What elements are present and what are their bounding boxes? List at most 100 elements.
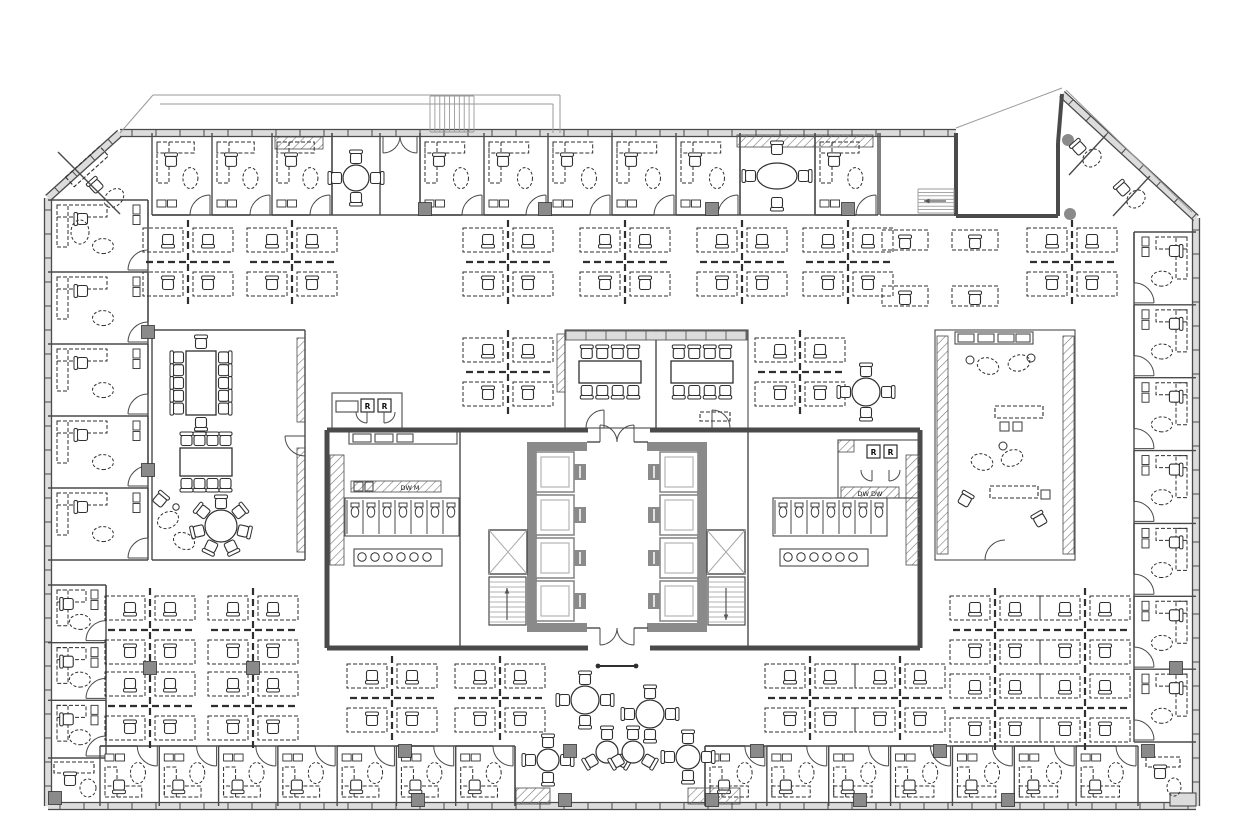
- chair: [217, 388, 233, 403]
- chair: [481, 233, 495, 249]
- chair: [1098, 643, 1112, 659]
- chair: [179, 477, 194, 493]
- office-room: [951, 745, 1013, 806]
- conference-table: [179, 431, 233, 493]
- elevator-cab: [659, 537, 699, 579]
- chair: [610, 384, 625, 400]
- chair: [205, 477, 220, 493]
- wall-poche: [647, 623, 707, 632]
- chair: [968, 601, 982, 617]
- casework: [335, 400, 359, 413]
- elevator-cab: [535, 537, 575, 579]
- svg-text:DW DW: DW DW: [858, 490, 884, 498]
- desk: [989, 485, 1039, 499]
- casework: [999, 421, 1010, 432]
- direction-arrow: [723, 588, 729, 620]
- chair: [73, 500, 89, 514]
- structural-columns: [48, 202, 1183, 807]
- chair: [305, 275, 319, 291]
- chair: [169, 350, 185, 365]
- chair: [201, 275, 215, 291]
- exterior-window-wall: [48, 801, 1196, 811]
- round-table: [521, 733, 575, 787]
- guest-chair: [1166, 777, 1182, 797]
- column: [933, 744, 947, 758]
- chair: [1030, 509, 1048, 528]
- exterior-window-wall: [1191, 218, 1201, 806]
- casework: [1040, 489, 1051, 500]
- chair: [898, 290, 912, 306]
- office-room: [1133, 304, 1196, 377]
- guest-chair: [156, 510, 180, 530]
- chair: [1058, 643, 1072, 659]
- chair: [226, 601, 240, 617]
- exterior-window-wall: [43, 198, 53, 806]
- chair: [770, 196, 784, 212]
- chair: [643, 728, 657, 744]
- chair: [161, 233, 175, 249]
- office-room: [151, 133, 211, 216]
- office-room: [1133, 595, 1196, 668]
- chair: [813, 385, 827, 401]
- casework: [1169, 792, 1197, 807]
- office-room: [48, 343, 149, 415]
- chair: [163, 643, 177, 659]
- chair: [873, 711, 887, 727]
- guest-chair: [1007, 354, 1031, 372]
- chair: [902, 779, 917, 795]
- chair: [432, 152, 446, 167]
- chair: [715, 233, 729, 249]
- office-band: [151, 133, 333, 216]
- workstation-cluster: [1039, 666, 1131, 750]
- chair: [163, 719, 177, 735]
- chair: [152, 489, 171, 508]
- casework: [364, 481, 374, 492]
- chair: [1030, 509, 1048, 528]
- chair: [600, 725, 614, 741]
- chair: [1058, 679, 1072, 695]
- chair: [481, 343, 495, 359]
- chair: [1153, 764, 1167, 780]
- chair: [1098, 721, 1112, 737]
- chair: [161, 275, 175, 291]
- chair: [473, 669, 487, 685]
- refrigerator: R: [377, 398, 392, 413]
- column: [398, 744, 412, 758]
- chair: [700, 750, 716, 764]
- plan-circle: [1026, 353, 1036, 363]
- chair: [481, 275, 495, 291]
- chair: [201, 233, 215, 249]
- office-room: [1075, 745, 1139, 806]
- chair: [541, 771, 555, 787]
- chair: [152, 489, 171, 508]
- chair: [1098, 679, 1112, 695]
- chair: [73, 284, 89, 298]
- chair: [823, 669, 837, 685]
- chair: [715, 275, 729, 291]
- office-room: [336, 745, 395, 806]
- restroom-sinks: [357, 552, 432, 562]
- workstation-cluster: [462, 330, 554, 414]
- desk: [64, 145, 110, 188]
- svg-text:R: R: [888, 448, 894, 457]
- chair: [579, 384, 594, 400]
- chair: [598, 275, 612, 291]
- chair: [660, 750, 676, 764]
- partition-wall: [57, 151, 121, 215]
- chair: [1168, 681, 1184, 696]
- chair: [813, 343, 827, 359]
- elevator-cab: [535, 580, 575, 622]
- chair: [957, 489, 975, 508]
- casework: [977, 333, 995, 343]
- chair: [169, 401, 185, 416]
- hatched-wall: [296, 447, 306, 553]
- terrace-outline: [1065, 89, 1193, 213]
- chair: [827, 152, 841, 167]
- hatched-wall: [556, 333, 566, 393]
- chair: [266, 677, 280, 693]
- elevator-cab: [659, 451, 699, 493]
- chair: [555, 693, 571, 707]
- chair: [1058, 721, 1072, 737]
- terrace-outline: [955, 87, 1063, 129]
- chair: [638, 233, 652, 249]
